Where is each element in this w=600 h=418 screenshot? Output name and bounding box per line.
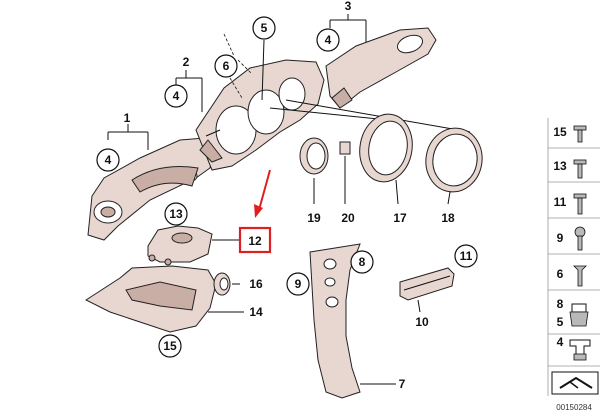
part-20-clip: 20 [339, 141, 355, 225]
svg-text:9: 9 [295, 277, 302, 291]
callout-1: 1 [107, 111, 149, 150]
callout-11: 11 [454, 244, 478, 268]
callout-5: 5 [252, 16, 276, 101]
svg-text:15: 15 [163, 339, 177, 353]
legend-item-8: 8 [557, 297, 564, 311]
callout-13: 13 [164, 202, 188, 226]
diagram-id: 00150284 [556, 403, 592, 412]
svg-text:4: 4 [325, 33, 332, 47]
svg-text:13: 13 [169, 207, 183, 221]
part-17-trim-ring: 17 [359, 113, 413, 225]
part-10-bracket: 10 [399, 267, 455, 329]
svg-text:2: 2 [183, 55, 190, 69]
svg-text:4: 4 [557, 335, 564, 349]
svg-text:1: 1 [124, 111, 131, 125]
callout-3: 3 [329, 0, 367, 42]
part-3-right-trim [325, 27, 437, 109]
assembly-symbol-icon [551, 371, 599, 395]
svg-text:5: 5 [557, 315, 564, 329]
leader-cluster-18 [285, 99, 471, 133]
callout-10: 10 [415, 315, 429, 329]
part-12-upper-column-trim [147, 225, 242, 266]
legend-item-15: 15 [553, 125, 587, 143]
legend-item-4: 4 [557, 335, 591, 361]
part-1-left-trim [87, 137, 215, 241]
svg-text:13: 13 [553, 159, 567, 173]
part-7-pillar-trim: 7 [309, 243, 406, 399]
legend-item-6: 6 [557, 265, 587, 287]
svg-text:5: 5 [261, 21, 268, 35]
callout-9: 9 [286, 272, 310, 296]
callout-17: 17 [393, 211, 407, 225]
callout-20: 20 [341, 211, 355, 225]
svg-text:12: 12 [248, 234, 262, 248]
callout-4-right: 4 [316, 28, 340, 52]
callout-19: 19 [307, 211, 321, 225]
callout-7: 7 [399, 377, 406, 391]
svg-text:6: 6 [557, 267, 564, 281]
callout-16: 16 [249, 277, 263, 291]
svg-text:9: 9 [557, 231, 564, 245]
callout-6: 6 [214, 33, 253, 99]
svg-text:8: 8 [557, 297, 564, 311]
svg-text:4: 4 [105, 153, 112, 167]
svg-text:15: 15 [553, 125, 567, 139]
legend-item-5: 5 [557, 303, 589, 329]
callout-4-mid: 4 [164, 84, 188, 108]
part-19-small-ring: 19 [299, 137, 329, 225]
svg-text:11: 11 [554, 195, 567, 209]
svg-text:3: 3 [345, 0, 352, 13]
callout-8: 8 [350, 250, 374, 274]
leader-cluster-17 [269, 107, 389, 121]
part-14-lower-column-trim: 14 [84, 265, 263, 333]
legend-item-9: 9 [557, 226, 586, 251]
red-arrow-icon [254, 169, 271, 218]
legend-item-11: 11 [554, 193, 587, 215]
svg-text:6: 6 [223, 59, 230, 73]
part-18-bezel-ring: 18 [425, 127, 483, 225]
callout-2: 2 [175, 55, 203, 112]
part-16-ignition-ring: 16 [213, 272, 263, 296]
svg-text:11: 11 [460, 249, 473, 263]
hardware-legend: 15 13 11 9 6 8 5 [547, 118, 600, 412]
svg-text:4: 4 [173, 89, 180, 103]
callout-4-left: 4 [96, 148, 120, 172]
callout-14: 14 [249, 305, 263, 319]
svg-text:8: 8 [359, 255, 366, 269]
callout-15: 15 [158, 334, 182, 358]
callout-18: 18 [441, 211, 455, 225]
legend-item-13: 13 [553, 159, 587, 179]
callout-12-highlighted[interactable]: 12 [238, 226, 272, 254]
